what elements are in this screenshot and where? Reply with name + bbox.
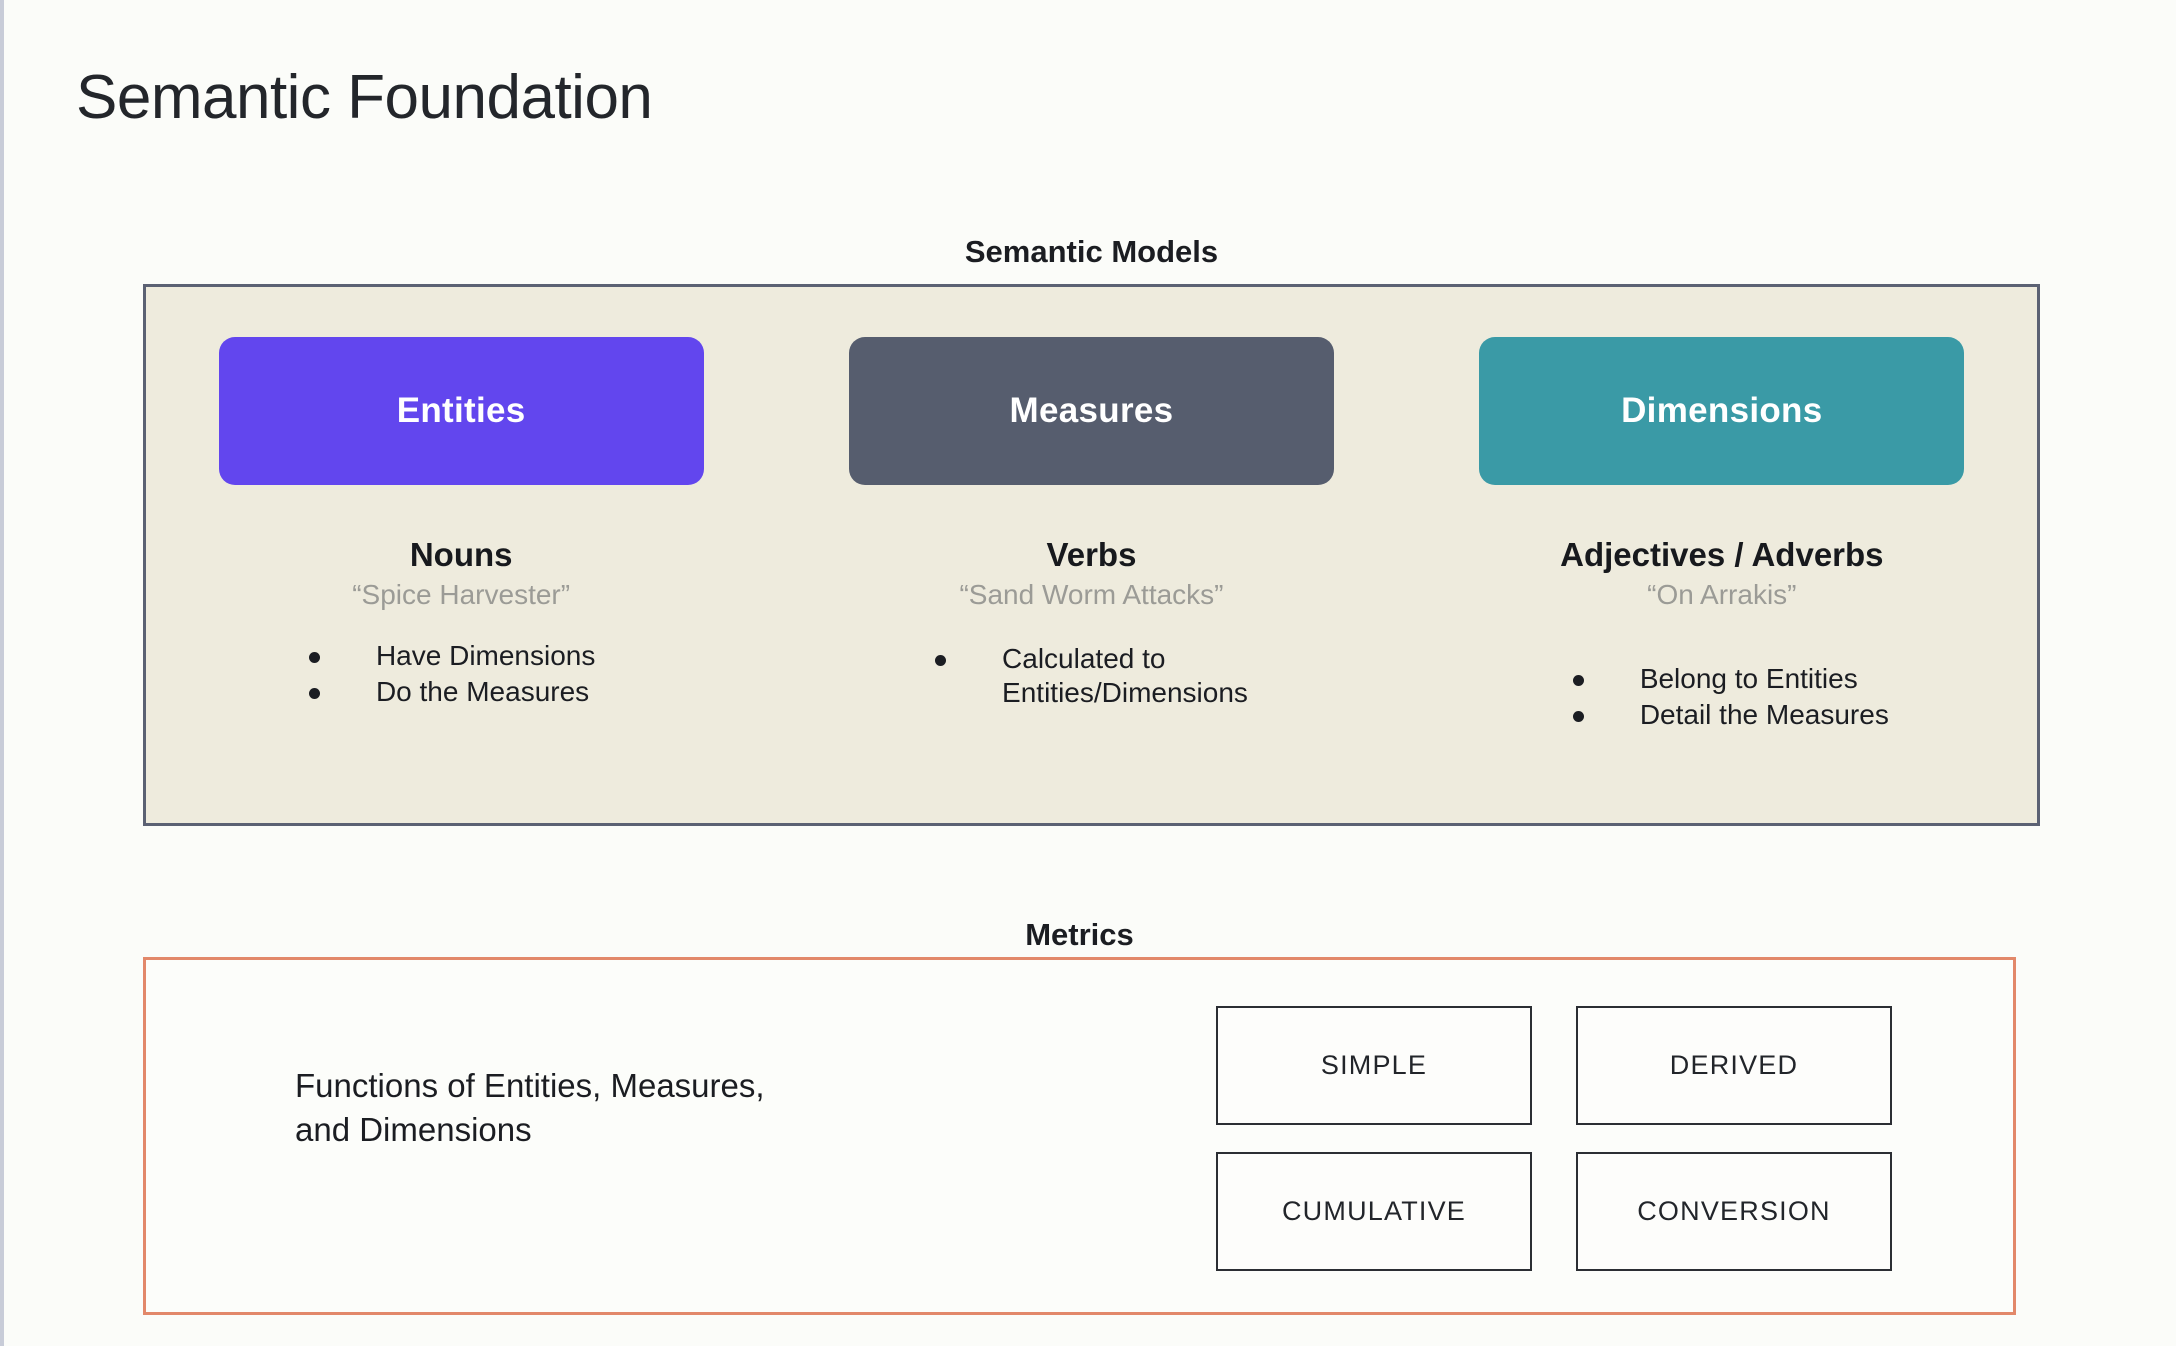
semantic-models-panel: Entities Nouns “Spice Harvester” Have Di… xyxy=(143,284,2040,826)
semantic-models-heading: Semantic Models xyxy=(964,234,1219,269)
bullet-list-dimensions: Belong to Entities Detail the Measures xyxy=(1572,662,1889,734)
list-item: Detail the Measures xyxy=(1572,698,1889,732)
bullet-list-entities: Have Dimensions Do the Measures xyxy=(308,639,596,711)
metric-type-derived[interactable]: DERIVED xyxy=(1576,1006,1892,1125)
part-of-speech-label-measures: Verbs xyxy=(1046,536,1137,573)
list-item: Do the Measures xyxy=(308,675,595,709)
bullet-text: Do the Measures xyxy=(375,675,590,707)
example-text-entities: “Spice Harvester” xyxy=(352,578,571,610)
chip-dimensions[interactable]: Dimensions xyxy=(1479,337,1965,485)
semantic-model-column-entities: Entities Nouns “Spice Harvester” Have Di… xyxy=(146,287,776,823)
part-of-speech-label-dimensions: Adjectives / Adverbs xyxy=(1560,536,1884,573)
bullet-text: Detail the Measures xyxy=(1639,698,1889,730)
part-of-speech-label-entities: Nouns xyxy=(409,536,513,573)
metrics-panel: Functions of Entities, Measures, and Dim… xyxy=(143,957,2016,1315)
example-text-dimensions: “On Arrakis” xyxy=(1647,578,1797,610)
list-item: Calculated to Entities/Dimensions xyxy=(935,642,1248,710)
bullet-text: Have Dimensions xyxy=(375,639,596,671)
bullet-dot-icon xyxy=(308,651,320,663)
semantic-model-column-measures: Measures Verbs “Sand Worm Attacks” Calcu… xyxy=(776,287,1406,823)
metric-type-conversion[interactable]: CONVERSION xyxy=(1576,1152,1892,1271)
bullet-dot-icon xyxy=(1572,710,1584,722)
left-edge-strip xyxy=(0,0,4,1346)
bullet-dot-icon xyxy=(935,654,947,666)
list-item: Belong to Entities xyxy=(1572,662,1889,696)
bullet-list-measures: Calculated to Entities/Dimensions xyxy=(935,642,1248,712)
page-title: Semantic Foundation xyxy=(76,63,653,132)
chip-entities[interactable]: Entities xyxy=(218,337,704,485)
semantic-model-column-dimensions: Dimensions Adjectives / Adverbs “On Arra… xyxy=(1407,287,2037,823)
metric-type-cumulative[interactable]: CUMULATIVE xyxy=(1216,1152,1532,1271)
bullet-dot-icon xyxy=(1572,674,1584,686)
semantic-models-columns: Entities Nouns “Spice Harvester” Have Di… xyxy=(146,287,2037,823)
bullet-text: Belong to Entities xyxy=(1639,662,1858,694)
chip-measures[interactable]: Measures xyxy=(848,337,1334,485)
metrics-description: Functions of Entities, Measures, and Dim… xyxy=(295,1067,765,1148)
example-text-measures: “Sand Worm Attacks” xyxy=(959,578,1224,610)
metric-types-grid: SIMPLE DERIVED CUMULATIVE CONVERSION xyxy=(1216,1006,1892,1271)
list-item: Have Dimensions xyxy=(308,639,596,673)
metrics-heading: Metrics xyxy=(1025,917,1134,952)
metric-type-simple[interactable]: SIMPLE xyxy=(1216,1006,1532,1125)
bullet-text: Calculated to Entities/Dimensions xyxy=(1002,642,1248,708)
bullet-dot-icon xyxy=(308,687,320,699)
